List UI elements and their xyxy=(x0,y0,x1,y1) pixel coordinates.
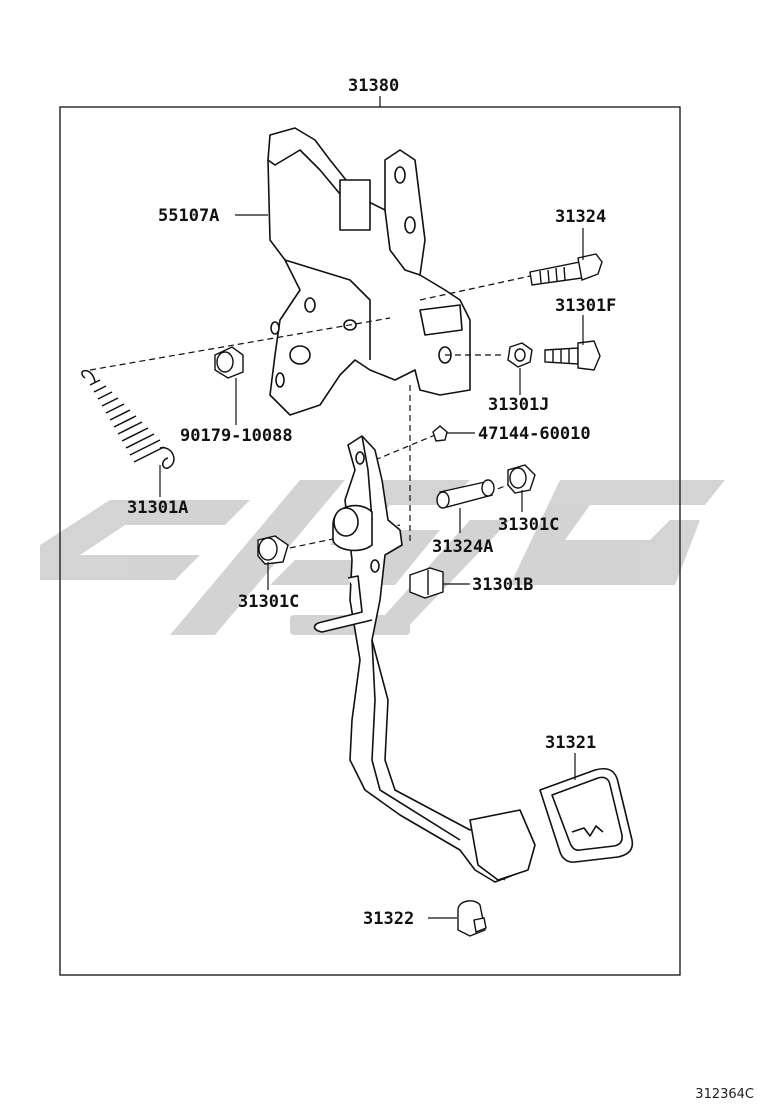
label-cushion: 31301B xyxy=(472,575,533,595)
bolt-f-drawing xyxy=(544,340,601,371)
bracket-drawing xyxy=(267,127,471,416)
clip-drawing xyxy=(457,900,487,937)
label-assembly: 31380 xyxy=(348,76,399,96)
bushing-right-drawing xyxy=(507,464,536,494)
spring-drawing xyxy=(81,369,175,469)
label-washer: 90179-10088 xyxy=(180,426,293,446)
label-nut-j: 31301J xyxy=(488,395,549,415)
nut-drawing xyxy=(507,342,533,368)
assembly-frame xyxy=(59,106,681,976)
label-bolt: 31324 xyxy=(555,207,606,227)
diagram-code: 312364C xyxy=(695,1087,754,1102)
label-stopper: 47144-60010 xyxy=(478,424,591,444)
label-pad: 31321 xyxy=(545,733,596,753)
stopper-drawing xyxy=(432,425,448,442)
label-bolt-f: 31301F xyxy=(555,296,616,316)
pad-drawing xyxy=(539,767,634,863)
label-bracket: 55107A xyxy=(158,206,219,226)
washer-drawing xyxy=(214,346,244,379)
label-bushing-right: 31301C xyxy=(498,515,559,535)
cushion-drawing xyxy=(409,567,444,599)
label-spring: 31301A xyxy=(127,498,188,518)
label-bushing-left: 31301C xyxy=(238,592,299,612)
label-clip: 31322 xyxy=(363,909,414,929)
bolt-drawing xyxy=(529,253,603,286)
label-collar: 31324A xyxy=(432,537,493,557)
bushing-left-drawing xyxy=(257,535,289,565)
leader-lines xyxy=(159,214,584,919)
collar-drawing xyxy=(436,479,495,509)
pedal-arm-drawing xyxy=(313,435,536,883)
